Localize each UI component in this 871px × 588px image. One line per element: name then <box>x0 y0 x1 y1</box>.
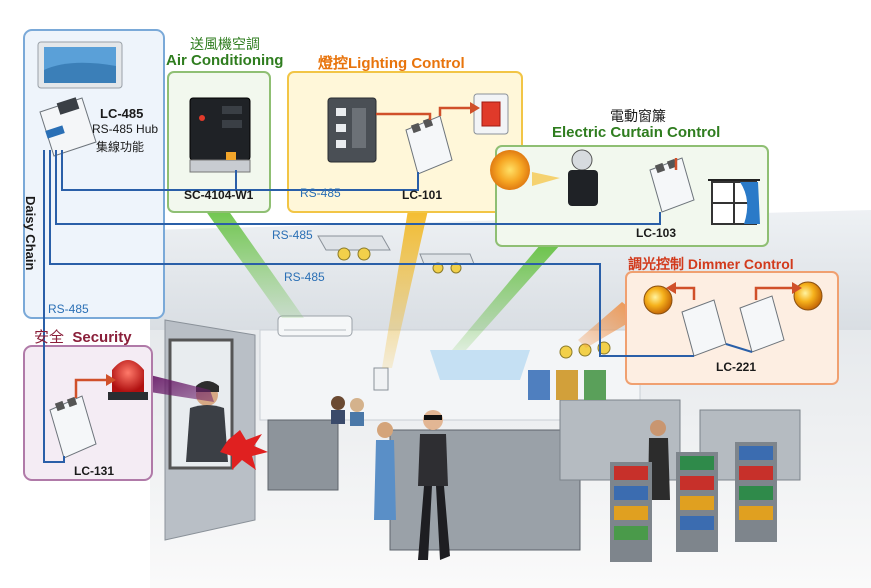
lc-131-device-icon <box>49 395 97 459</box>
sun-ray <box>532 172 560 186</box>
air-title-cn: 送風機空調 <box>190 36 260 52</box>
worker-head <box>331 396 345 410</box>
switch-panel-icon <box>327 97 377 163</box>
bus-label: RS-485 <box>300 186 341 200</box>
air-model-label: SC-4104-W1 <box>184 188 254 202</box>
sc-4104-w1-device-icon <box>189 97 251 173</box>
arrow-head-icon <box>106 102 802 386</box>
wall-poster <box>584 370 606 400</box>
walker-glasses <box>424 415 442 420</box>
sun-icon <box>490 150 530 190</box>
curtain-window-icon <box>708 179 760 225</box>
lighting-title: 燈控Lighting Control <box>318 52 465 73</box>
relay-arrow <box>74 106 792 398</box>
lighting-title-en: Lighting Control <box>348 55 465 72</box>
daisy-chain-label: Daisy Chain <box>23 196 38 271</box>
curtain-title-en: Electric Curtain Control <box>552 124 721 141</box>
lighting-title-cn: 燈控 <box>318 55 349 72</box>
rs485-bus <box>43 150 753 463</box>
bus-label: RS-485 <box>48 302 89 316</box>
worker-body <box>350 412 364 426</box>
bulb-icon <box>643 285 673 315</box>
curtain-group-box <box>495 145 769 247</box>
alarm-burst-icon <box>220 430 268 470</box>
walker-legs <box>418 486 450 560</box>
bus-label: RS-485 <box>284 270 325 284</box>
walker-coat <box>418 434 448 486</box>
curtain-model-label: LC-103 <box>636 226 677 240</box>
worker-body <box>331 410 345 424</box>
touch-panel-icon <box>37 41 123 89</box>
cubicle-left <box>267 419 339 491</box>
man-head <box>650 420 666 436</box>
siren-icon <box>108 360 148 400</box>
worker-head <box>350 398 364 412</box>
dimmer-title-cn: 調光控制 <box>628 256 684 272</box>
dimmer-title-en: Dimmer Control <box>687 256 794 272</box>
wall-poster <box>528 370 550 400</box>
hub-model-label: LC-485 <box>100 106 144 121</box>
security-link-beam <box>150 375 214 402</box>
intruder-body <box>186 405 228 462</box>
bus-label: RS-485 <box>272 228 313 242</box>
cubicle-center <box>389 429 581 551</box>
dimmer-model-label: LC-221 <box>716 360 757 374</box>
lighting-model-label: LC-101 <box>402 188 443 202</box>
lighting-link-beam <box>382 210 428 368</box>
curtain-title-cn: 電動窗簾 <box>610 108 666 124</box>
man-body <box>648 438 670 500</box>
security-title: 安全 Security <box>34 326 132 347</box>
worker-head <box>377 422 393 438</box>
hub-desc-cn-label: 集線功能 <box>96 140 145 154</box>
dimmer-title: 調光控制 Dimmer Control <box>628 254 794 274</box>
magazine-rack-left <box>610 462 652 562</box>
ceiling-glow <box>430 350 530 380</box>
lc-101-device-icon <box>405 115 453 175</box>
magazine-rack-center <box>676 452 718 552</box>
dimmer-link-beam <box>578 302 640 348</box>
security-title-cn: 安全 <box>34 329 65 346</box>
wall-switch <box>373 367 389 391</box>
ceiling-lamp-icon <box>317 235 391 261</box>
curtain-link-beam <box>452 245 560 350</box>
lc-103-device-icon <box>649 157 695 213</box>
air-conditioner-unit <box>277 315 353 337</box>
red-switch-icon <box>473 93 509 135</box>
worker-standing <box>374 440 396 520</box>
hub-group-box <box>23 29 165 319</box>
security-model-label: LC-131 <box>74 464 115 478</box>
security-title-en: Security <box>72 329 132 346</box>
bulb-icon <box>793 281 823 311</box>
air-title-en: Air Conditioning <box>166 52 284 69</box>
hub-desc-label: RS-485 Hub <box>92 122 159 136</box>
wall-poster <box>556 370 578 400</box>
lc-485-device-icon <box>39 97 97 157</box>
light-sensor-icon <box>568 149 598 206</box>
magazine-rack-right <box>735 442 777 542</box>
